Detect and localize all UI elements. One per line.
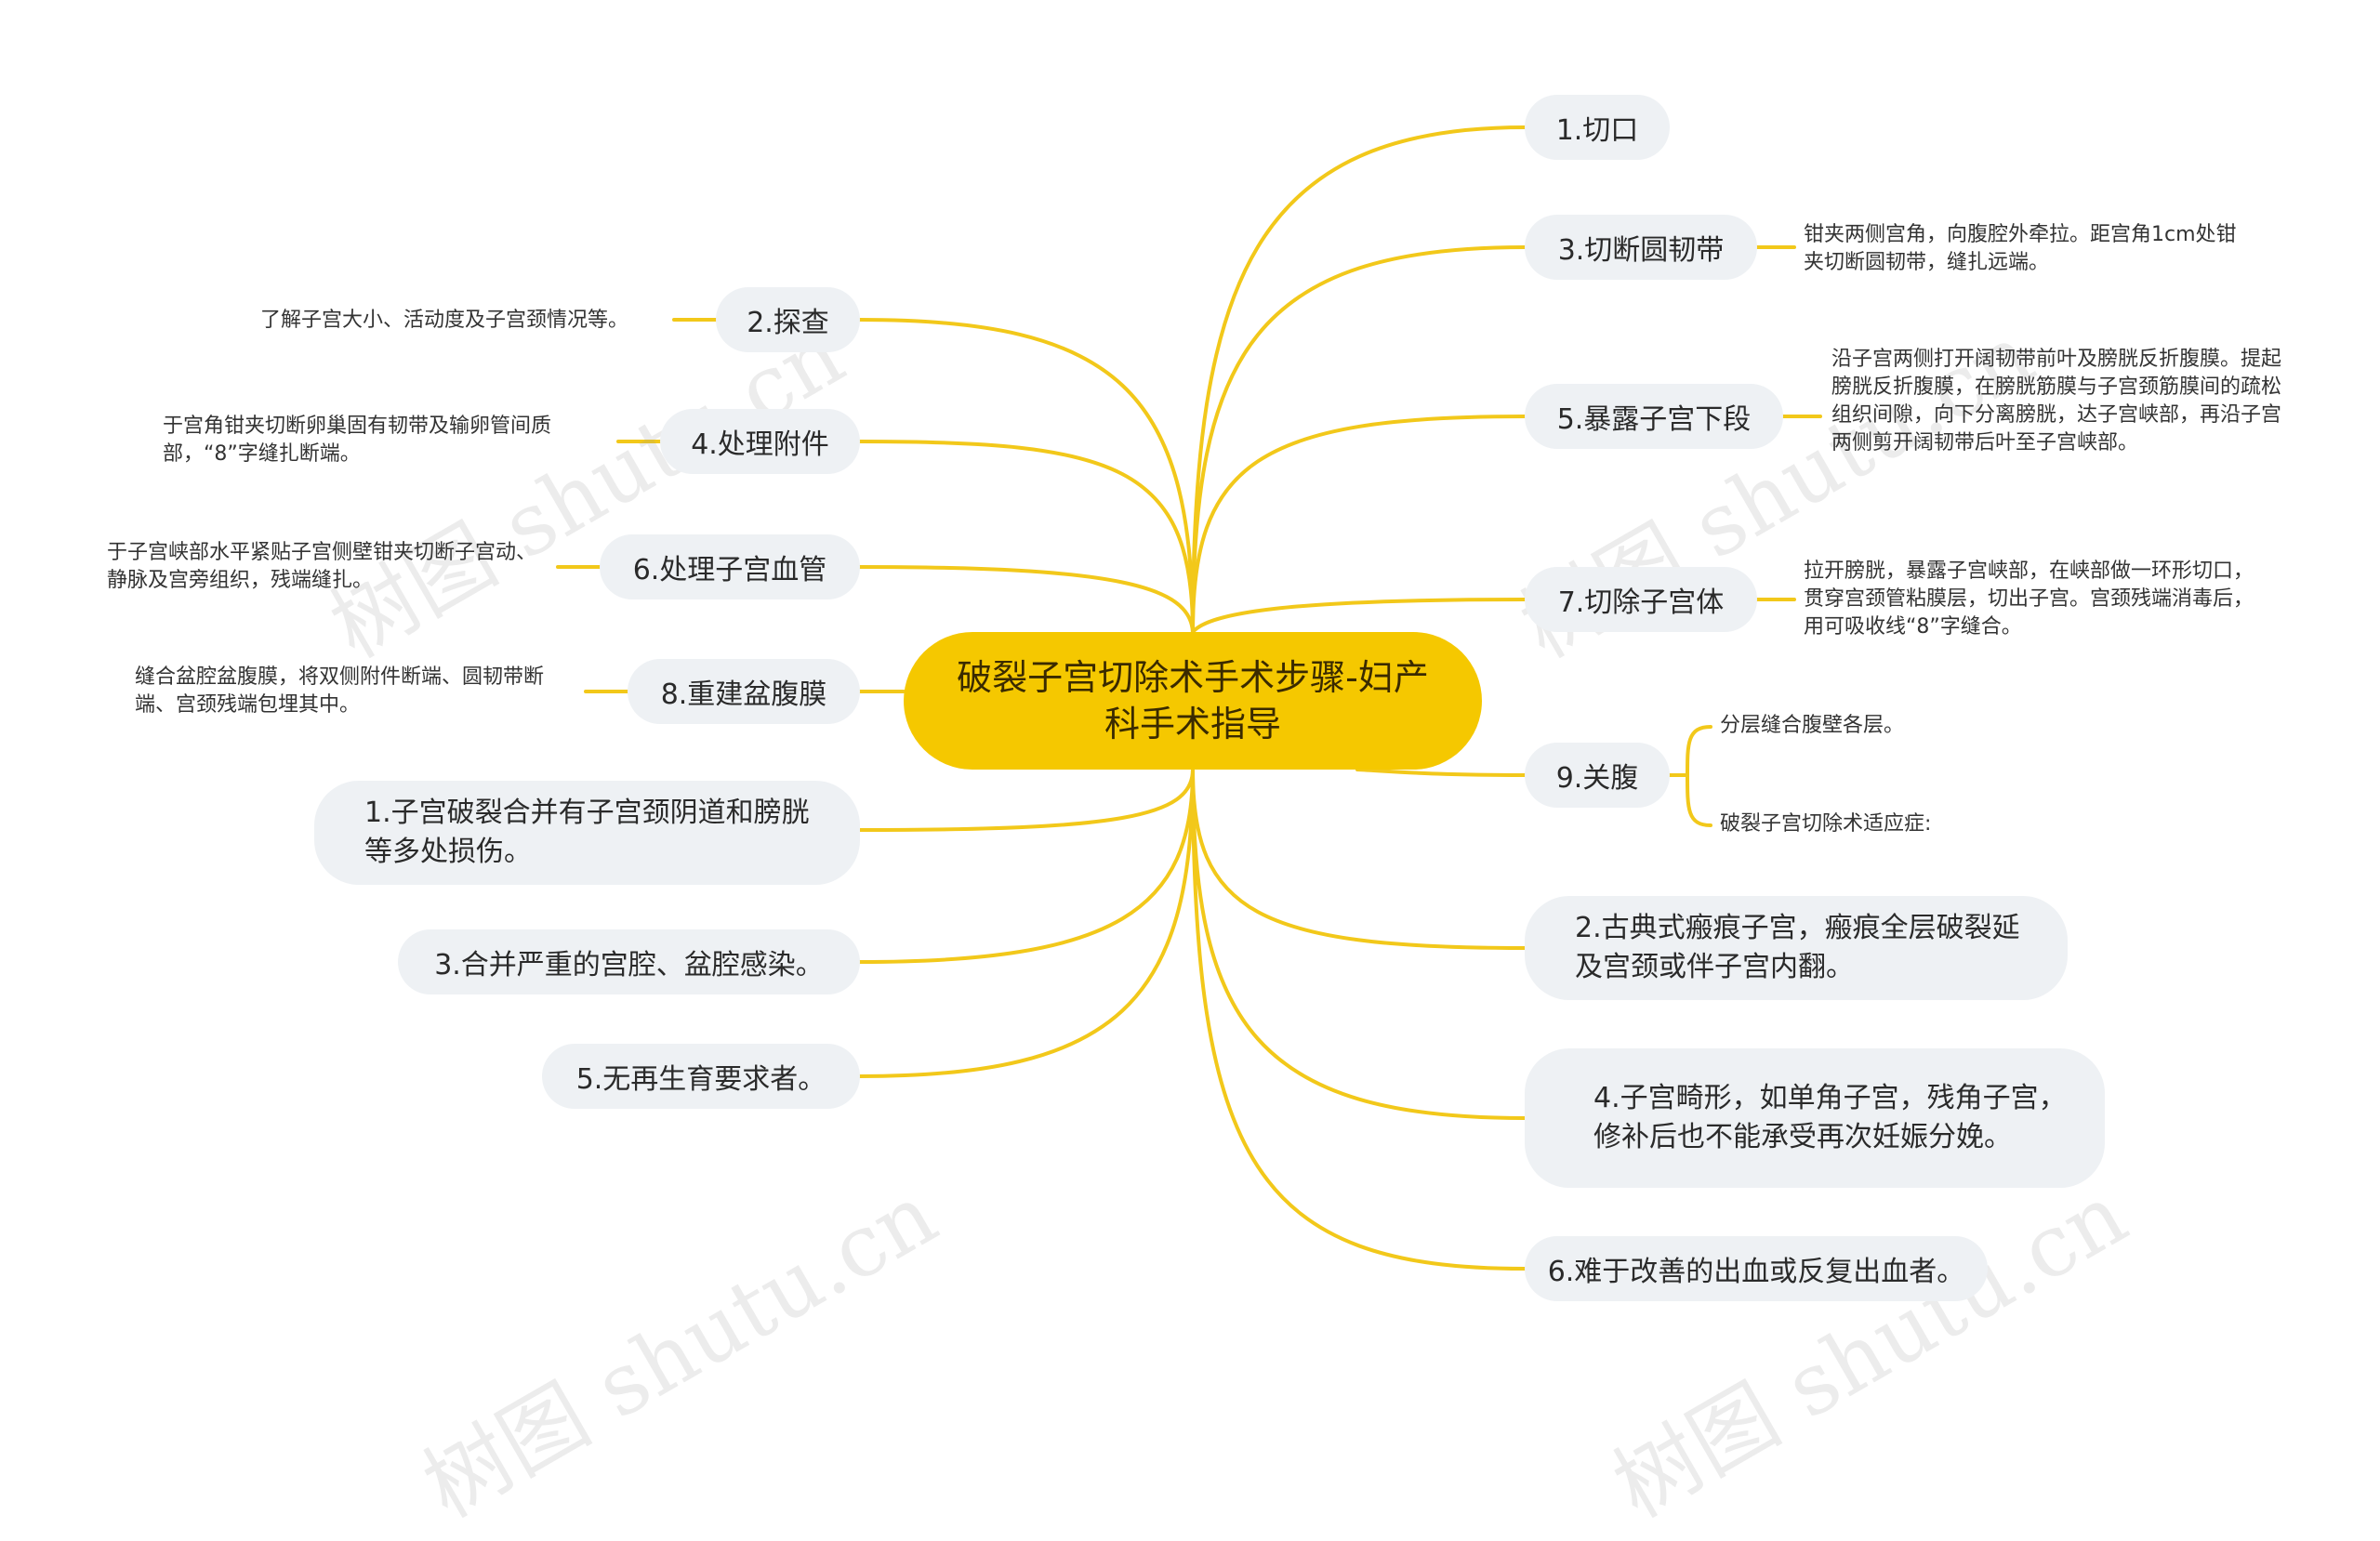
node-step-5[interactable]: 5.暴露子宫下段: [1525, 384, 1783, 449]
link-b3: [858, 768, 1195, 964]
connector-lines: [556, 125, 1822, 1271]
note-step-7: 拉开膀胱，暴露子宫峡部，在峡部做一环形切口，贯穿宫颈管粘膜层，切出子宫。宫颈残端…: [1804, 560, 2254, 639]
note-step-3: 钳夹两侧宫角，向腹腔外牵拉。距宫角1cm处钳夹切断圆韧带，缝扎远端。: [1804, 223, 2237, 274]
link-n3: [1191, 245, 1527, 634]
link-n1: [1191, 125, 1527, 634]
node-indication-4[interactable]: 4.子宫畸形，如单角子宫，残角子宫，修补后也不能承受再次妊娠分娩。: [1525, 1048, 2105, 1188]
center-topic-label: 破裂子宫切除术手术步骤-妇产科手术指导: [957, 657, 1429, 744]
node-step-6[interactable]: 6.处理子宫血管: [600, 534, 860, 599]
note-step-9-b: 破裂子宫切除术适应症:: [1720, 812, 1932, 836]
node-step-4[interactable]: 4.处理附件: [660, 409, 860, 474]
mindmap-canvas: 树图 shutu.cn 树图 shutu.cn 树图 shutu.cn 树图 s…: [107, 95, 2282, 1537]
note-step-4: 于宫角钳夹切断卵巢固有韧带及输卵管间质部，“8”字缝扎断端。: [163, 415, 552, 466]
link-b6: [1191, 768, 1527, 1271]
node-indication-6[interactable]: 6.难于改善的出血或反复出血者。: [1525, 1236, 1988, 1301]
note-step-6: 于子宫峡部水平紧贴子宫侧壁钳夹切断子宫动、静脉及宫旁组织，残端缝扎。: [107, 541, 537, 592]
link-n4: [858, 440, 1195, 634]
node-step-3[interactable]: 3.切断圆韧带: [1525, 215, 1757, 280]
note-step-2: 了解子宫大小、活动度及子宫颈情况等。: [260, 309, 629, 332]
node-label: 1.子宫破裂合并有子宫颈阴道和膀胱等多处损伤。: [364, 797, 810, 868]
link-n7: [1191, 598, 1527, 634]
node-indication-5[interactable]: 5.无再生育要求者。: [542, 1044, 860, 1109]
node-label: 5.暴露子宫下段: [1556, 403, 1752, 436]
note-step-5: 沿子宫两侧打开阔韧带前叶及膀胱反折腹膜。提起膀胱反折腹膜，在膀胱筋膜与子宫颈筋膜…: [1831, 348, 2282, 454]
node-label: 8.重建盆腹膜: [660, 678, 827, 711]
link-note-n9b: [1686, 773, 1712, 827]
link-n5: [1191, 415, 1527, 634]
node-label: 2.古典式瘢痕子宫，瘢痕全层破裂延及宫颈或伴子宫内翻。: [1575, 912, 2020, 983]
node-indication-1[interactable]: 1.子宫破裂合并有子宫颈阴道和膀胱等多处损伤。: [314, 781, 860, 885]
link-note-n9a: [1686, 725, 1712, 777]
node-label: 5.无再生育要求者。: [575, 1063, 826, 1096]
link-n6: [858, 565, 1195, 634]
node-label: 9.关腹: [1555, 762, 1639, 795]
link-b2: [1191, 768, 1527, 950]
link-n9: [1355, 768, 1527, 777]
node-label: 3.切断圆韧带: [1557, 234, 1725, 267]
node-step-1[interactable]: 1.切口: [1525, 95, 1670, 160]
node-indication-3[interactable]: 3.合并严重的宫腔、盆腔感染。: [398, 929, 860, 994]
note-step-8: 缝合盆腔盆腹膜，将双侧附件断端、圆韧带断端、宫颈残端包埋其中。: [135, 665, 545, 717]
node-label: 7.切除子宫体: [1557, 586, 1725, 619]
center-topic[interactable]: 破裂子宫切除术手术步骤-妇产科手术指导: [904, 632, 1482, 770]
node-step-2[interactable]: 2.探查: [716, 287, 860, 352]
node-label: 6.难于改善的出血或反复出血者。: [1547, 1256, 1965, 1288]
link-n2: [858, 318, 1195, 634]
node-label: 4.子宫畸形，如单角子宫，残角子宫，修补后也不能承受再次妊娠分娩。: [1593, 1082, 2067, 1153]
node-step-8[interactable]: 8.重建盆腹膜: [628, 659, 860, 724]
node-label: 3.合并严重的宫腔、盆腔感染。: [434, 949, 824, 981]
node-label: 6.处理子宫血管: [632, 554, 827, 586]
node-label: 2.探查: [747, 307, 829, 339]
link-b4: [1191, 768, 1527, 1120]
node-indication-2[interactable]: 2.古典式瘢痕子宫，瘢痕全层破裂延及宫颈或伴子宫内翻。: [1525, 896, 2068, 1000]
note-step-9-a: 分层缝合腹壁各层。: [1720, 714, 1905, 737]
node-step-9[interactable]: 9.关腹: [1525, 743, 1670, 808]
node-step-7[interactable]: 7.切除子宫体: [1525, 567, 1757, 632]
node-label: 4.处理附件: [691, 428, 829, 461]
link-b5: [858, 768, 1195, 1078]
link-b1: [858, 768, 1195, 832]
node-label: 1.切口: [1555, 114, 1639, 147]
